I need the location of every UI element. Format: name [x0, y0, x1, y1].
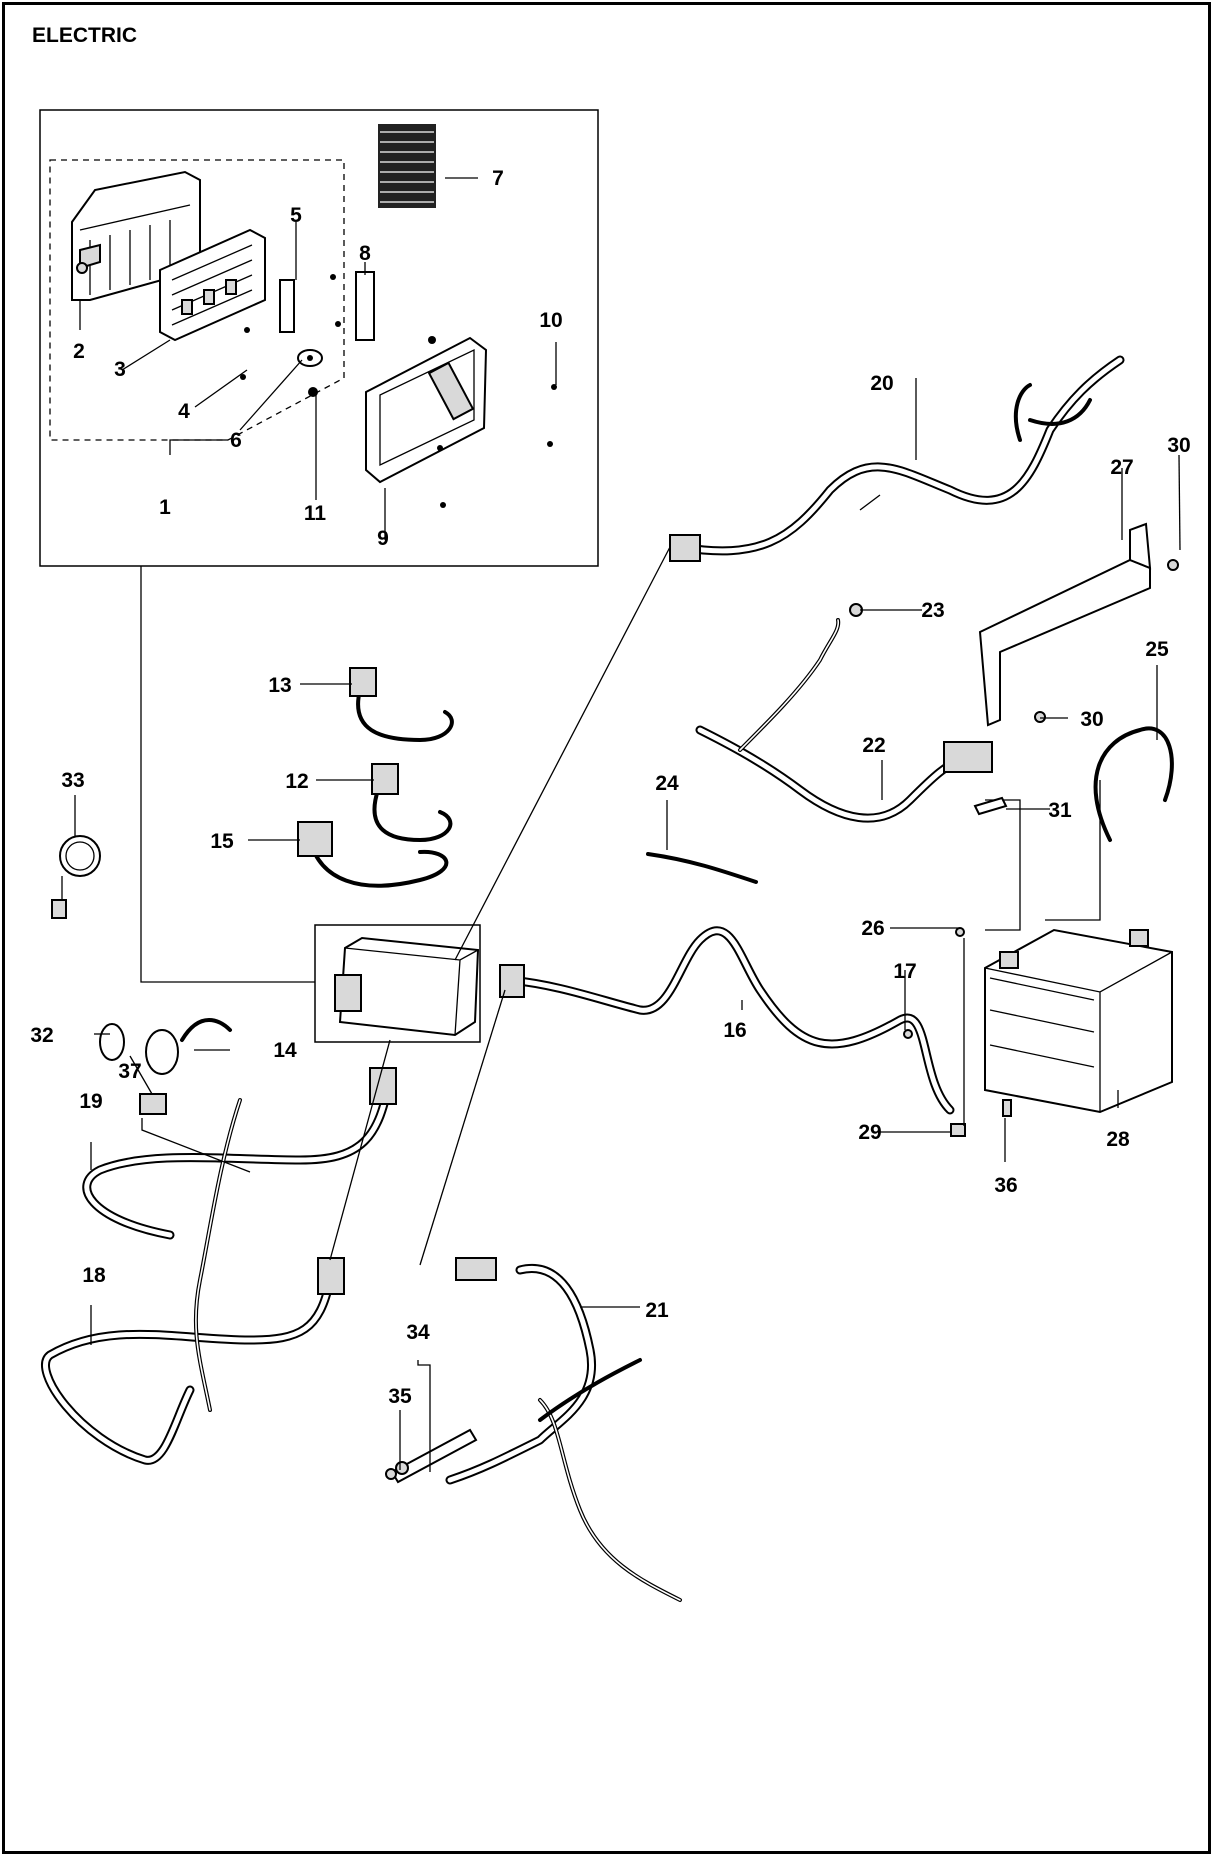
callout-36: 36 [994, 1174, 1017, 1197]
harness-22 [695, 618, 993, 823]
callout-5: 5 [290, 204, 302, 227]
callout-labels: 1 2 3 4 5 6 7 8 9 10 11 12 13 14 15 16 1… [30, 167, 1190, 1408]
callout-24: 24 [655, 772, 679, 795]
callout-37: 37 [118, 1060, 141, 1083]
callout-20: 20 [870, 372, 893, 395]
callout-35: 35 [388, 1385, 412, 1408]
callout-30-lower: 30 [1080, 708, 1103, 731]
inset-leader [140, 566, 315, 983]
callout-34: 34 [406, 1321, 430, 1344]
fuse-part [355, 271, 375, 341]
callout-13: 13 [268, 674, 291, 697]
callout-32: 32 [30, 1024, 53, 1047]
screws [240, 274, 557, 508]
callout-2: 2 [73, 340, 85, 363]
small-hardware [849, 559, 1179, 1137]
label-sticker-part [378, 124, 436, 208]
callout-23: 23 [921, 599, 944, 622]
battery-part [984, 928, 1173, 1114]
callout-30: 30 [1167, 434, 1190, 457]
callout-9: 9 [377, 527, 389, 550]
callout-10: 10 [539, 309, 562, 332]
harness-20 [669, 355, 1125, 562]
callout-26: 26 [861, 917, 884, 940]
inset-box [39, 109, 599, 567]
bolt-34-35-part [385, 1428, 478, 1484]
callout-15: 15 [210, 830, 234, 853]
callout-28: 28 [1106, 1128, 1130, 1151]
callout-1: 1 [159, 496, 171, 519]
module-detail-box [314, 924, 481, 1043]
callout-19: 19 [79, 1090, 102, 1113]
callout-7: 7 [492, 167, 504, 190]
callout-31: 31 [1048, 799, 1072, 822]
leader-lines [74, 177, 1181, 1472]
cover-part [365, 336, 488, 484]
callout-22: 22 [862, 734, 885, 757]
callout-25: 25 [1145, 638, 1169, 661]
control-module-part [334, 936, 480, 1037]
callout-14: 14 [273, 1039, 297, 1062]
connector-12-13-15 [297, 667, 454, 888]
callout-17: 17 [893, 960, 916, 983]
callout-27: 27 [1110, 456, 1133, 479]
callout-3: 3 [114, 358, 126, 381]
callout-12: 12 [285, 770, 308, 793]
callout-21: 21 [645, 1299, 669, 1322]
callout-18: 18 [82, 1264, 106, 1287]
lamp-32-14-37 [99, 1018, 232, 1115]
callout-16: 16 [723, 1019, 746, 1042]
callout-33: 33 [61, 769, 84, 792]
harness-21 [445, 1257, 682, 1602]
callout-6: 6 [230, 429, 242, 452]
circuit-board-part [159, 228, 266, 342]
battery-cable-part [1093, 726, 1174, 842]
diagram-title: ELECTRIC [32, 24, 137, 47]
bracket-part [978, 522, 1152, 727]
inset-dashed-group [49, 159, 345, 441]
ground-strap-part [646, 852, 758, 884]
callout-4: 4 [178, 400, 190, 423]
relay-part [279, 279, 295, 333]
callout-8: 8 [359, 242, 371, 265]
hour-meter-part [51, 835, 101, 919]
callout-11: 11 [304, 502, 327, 525]
callout-29: 29 [858, 1121, 881, 1144]
